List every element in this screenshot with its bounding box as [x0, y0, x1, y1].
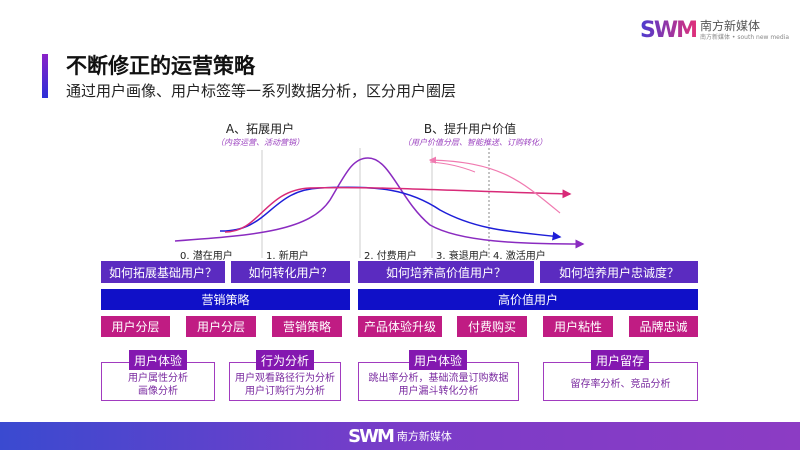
tag-box: 付费购买	[457, 316, 527, 337]
tag-box: 品牌忠诚	[629, 316, 698, 337]
question-box: 如何培养高价值用户？	[358, 261, 534, 283]
lifecycle-curves	[174, 148, 585, 258]
card-line: 跳出率分析，基础流量订购数据	[368, 372, 509, 384]
footer-bar: SWM 南方新媒体	[0, 422, 800, 450]
card-title: 用户体验	[129, 350, 187, 370]
page-title: 不断修正的运营策略	[66, 54, 255, 78]
section-b-title: B、提升用户价值	[423, 122, 517, 136]
card-line: 留存率分析、竞品分析	[570, 379, 671, 390]
tag-box: 营销策略	[272, 316, 342, 337]
card-line: 画像分析	[138, 385, 178, 397]
category-bar: 高价值用户	[358, 289, 698, 310]
stage-label: 2. 付费用户	[364, 251, 417, 262]
section-a-subtitle: （内容运营、活动营销）	[216, 138, 304, 147]
stage-label: 0. 潜在用户	[180, 251, 233, 262]
card-title: 用户体验	[409, 350, 467, 370]
question-box: 如何转化用户？	[231, 261, 350, 283]
footer-logo-name: 南方新媒体	[396, 430, 452, 443]
category-bar: 营销策略	[101, 289, 350, 310]
tag-box: 用户粘性	[543, 316, 613, 337]
section-b-subtitle: （用户价值分层、智能推送、订购转化）	[403, 138, 547, 147]
logo-name: 南方新媒体	[700, 19, 761, 33]
stage-label: 4. 激活用户	[493, 251, 546, 262]
card-title: 用户留存	[591, 350, 649, 370]
footer-logo-mark: SWM	[348, 425, 395, 447]
card-line: 用户观看路径行为分析	[235, 372, 335, 384]
reactivation-arrow-short	[429, 161, 476, 173]
stage-label: 3. 衰退用户	[436, 251, 489, 262]
curve-pink	[224, 186, 572, 233]
card-title: 行为分析	[256, 350, 314, 370]
card-line: 用户漏斗转化分析	[398, 385, 479, 397]
tag-box: 产品体验升级	[358, 316, 442, 337]
card-line: 用户属性分析	[128, 372, 188, 384]
card-line: 用户订购行为分析	[245, 385, 325, 397]
curve-purple	[174, 157, 585, 249]
question-box: 如何培养用户忠诚度？	[540, 261, 698, 283]
section-a-title: A、拓展用户	[225, 122, 295, 136]
logo-mark: SWM	[640, 18, 698, 43]
title-accent-bar	[42, 54, 48, 98]
brand-logo: SWM 南方新媒体南方新媒体 • south new media	[640, 18, 789, 43]
curve-blue	[219, 186, 562, 241]
logo-tagline: 南方新媒体 • south new media	[700, 34, 790, 41]
reactivation-arrow	[428, 156, 561, 214]
stage-label: 1. 新用户	[266, 251, 309, 262]
question-box: 如何拓展基础用户？	[101, 261, 225, 283]
tag-box: 用户分层	[186, 316, 256, 337]
page-subtitle: 通过用户画像、用户标签等一系列数据分析，区分用户圈层	[66, 82, 457, 100]
tag-box: 用户分层	[101, 316, 170, 337]
